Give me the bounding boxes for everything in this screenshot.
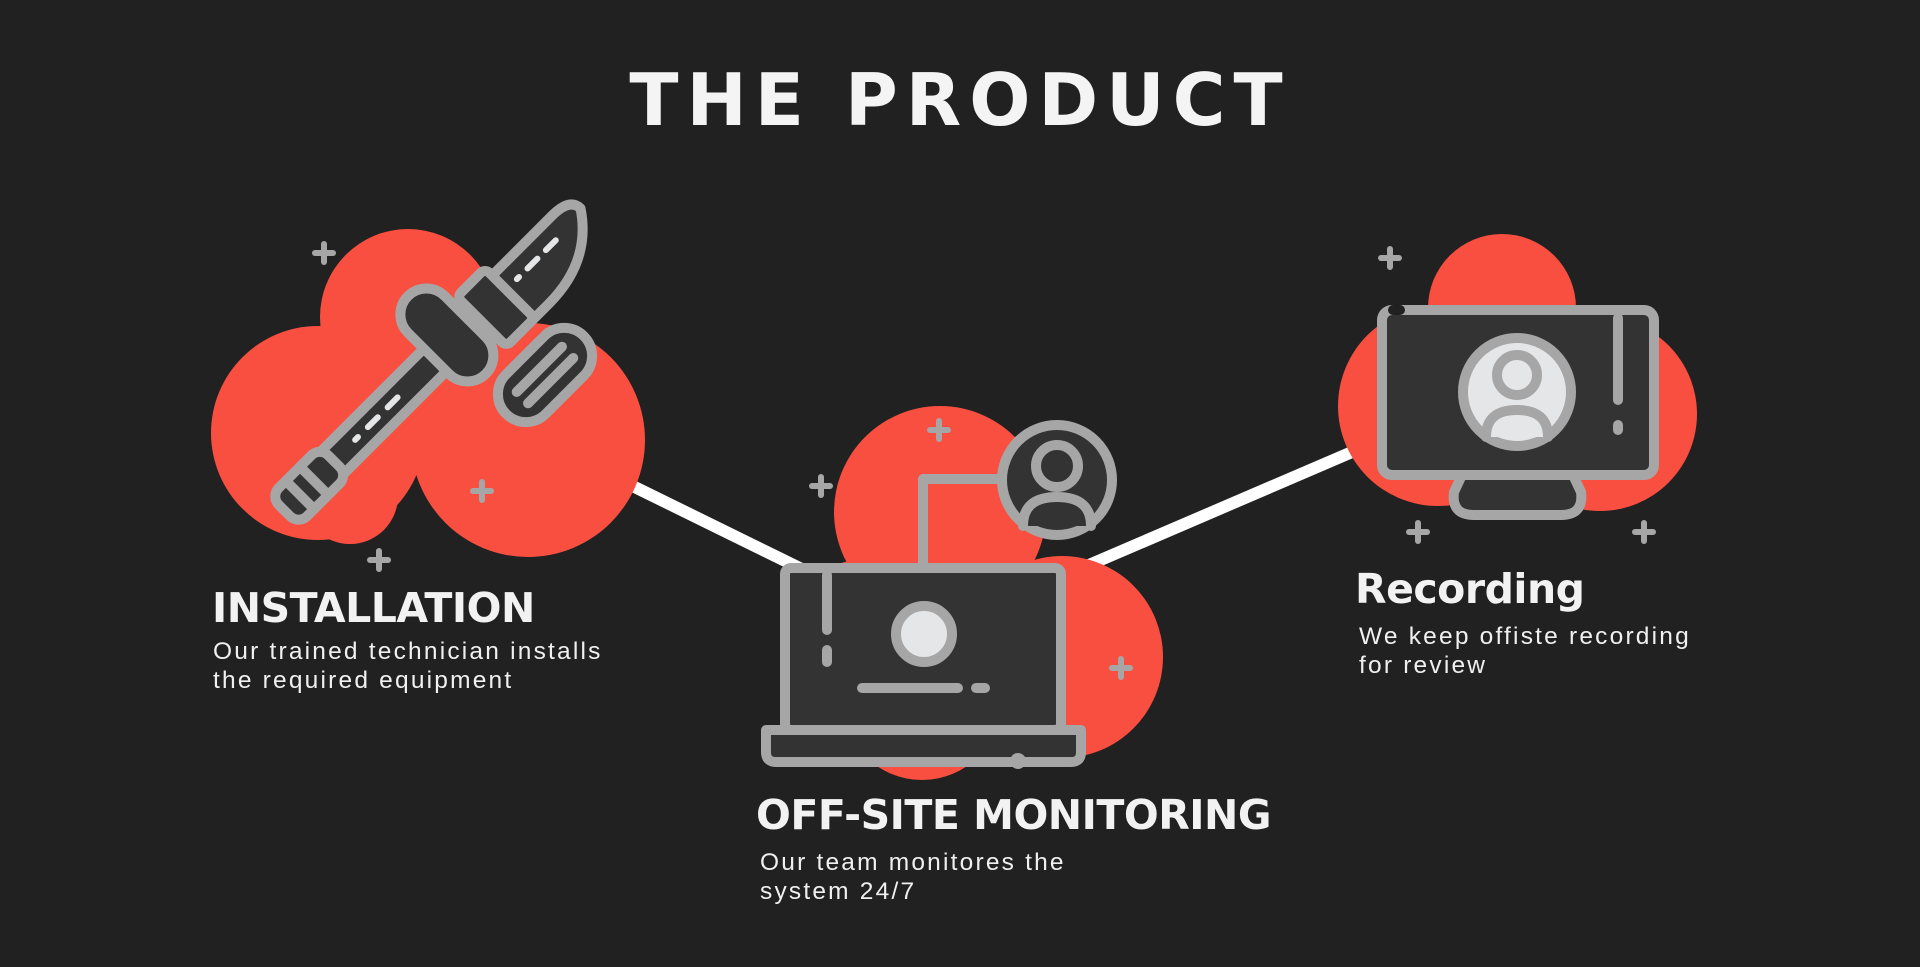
hammer-icon — [270, 199, 598, 525]
connector-line-1 — [594, 464, 824, 583]
monitor-user-icon — [1377, 305, 1659, 520]
step-description-line: Our trained technician installs — [213, 638, 603, 665]
step-heading-installation: INSTALLATION — [212, 584, 535, 632]
step-description-line: We keep offiste recording — [1359, 623, 1691, 650]
step-description-line: system 24/7 — [760, 878, 917, 905]
step-description-line: for review — [1359, 652, 1488, 679]
step-heading-monitoring: OFF-SITE MONITORING — [756, 791, 1272, 839]
step-description-line: Our team monitores the — [760, 849, 1066, 876]
step-description-line: the required equipment — [213, 667, 514, 694]
step-description-installation: Our trained technician installs the requ… — [213, 637, 603, 695]
step-heading-recording: Recording — [1355, 565, 1585, 613]
page-title: THE PRODUCT — [629, 58, 1291, 142]
step-description-monitoring: Our team monitores the system 24/7 — [760, 848, 1066, 906]
connector-line-2 — [1069, 434, 1386, 577]
laptop-user-icon — [761, 420, 1117, 769]
step-description-recording: We keep offiste recording for review — [1359, 622, 1691, 680]
